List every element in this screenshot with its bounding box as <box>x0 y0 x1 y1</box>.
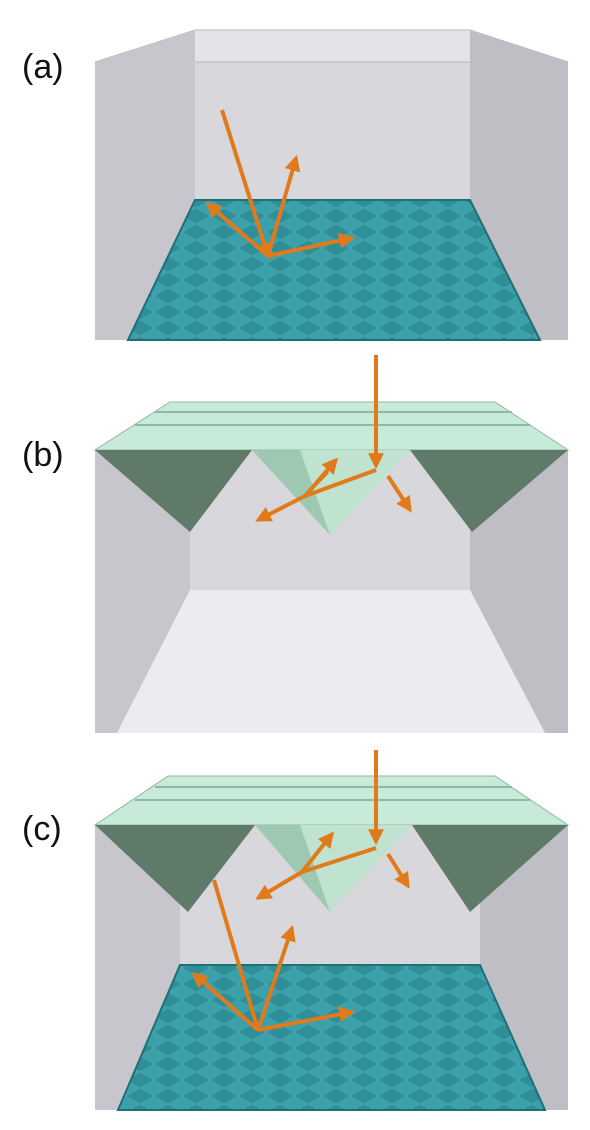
panel-label-b: (b) <box>22 436 64 474</box>
panel-label-c: (c) <box>22 810 62 848</box>
arrow-b-to-upleft <box>303 470 330 498</box>
panel-a <box>94 29 569 341</box>
box-c-right-wall <box>480 825 568 1110</box>
arrow-c-to-right <box>386 852 410 889</box>
pyramid-c-right <box>412 825 568 912</box>
pyramid-b-right <box>410 450 568 532</box>
pyramid-b-left <box>95 450 252 532</box>
arrow-c-bottom-up <box>256 924 296 1031</box>
panel-c <box>93 750 570 1111</box>
arrow-c-to-left <box>255 870 304 900</box>
lattice-c <box>116 964 547 1111</box>
box-b-right-wall <box>470 450 568 733</box>
arrow-b-to-right <box>386 474 412 513</box>
arrow-a-up <box>266 154 301 257</box>
pyramid-b-center-shade <box>252 450 330 535</box>
pyramid-c-left <box>95 825 255 912</box>
panel-label-a: (a) <box>22 48 64 86</box>
panel-b <box>93 355 570 733</box>
arrow-c-down <box>212 879 260 1031</box>
box-b-floor <box>117 590 545 733</box>
box-a-right-wall <box>470 30 568 340</box>
arrow-c-bottom-right <box>257 1006 356 1032</box>
box-b-left-wall <box>95 450 190 733</box>
arrow-b-reflect1 <box>304 468 377 498</box>
arrow-c-bottom-left <box>191 971 260 1032</box>
box-a-back-wall <box>195 30 470 200</box>
box-a-left-wall <box>95 30 195 340</box>
arrow-a-right <box>267 232 356 258</box>
arrow-a-left <box>205 201 270 258</box>
arrow-c-to-up <box>300 831 334 874</box>
lattice-a <box>126 199 542 341</box>
pyramid-c-center-shade <box>255 825 330 912</box>
box-c-left-wall <box>95 825 180 1110</box>
arrow-c-reflect1 <box>301 846 377 874</box>
arrow-a-incident <box>220 109 272 260</box>
arrow-b-to-left <box>255 494 306 522</box>
